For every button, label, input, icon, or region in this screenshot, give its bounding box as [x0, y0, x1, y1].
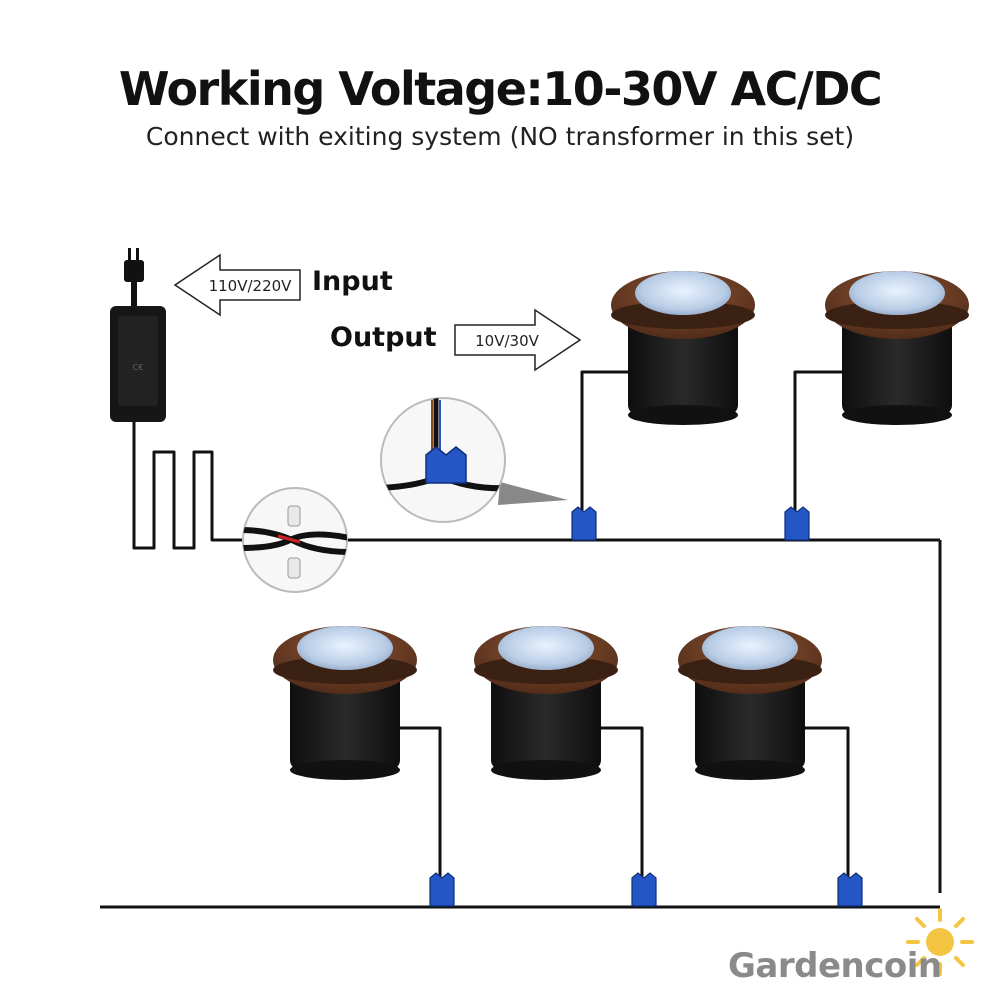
power-adapter: C€ [110, 306, 166, 422]
wire-connector-4 [631, 872, 657, 907]
wire-connector-5 [837, 872, 863, 907]
brand-name: Gardencoin [728, 946, 942, 986]
well-light-5 [678, 626, 822, 780]
output-arrow: 10V/30V [454, 308, 582, 372]
well-light-3 [273, 626, 417, 780]
input-arrow: 110V/220V [173, 253, 301, 317]
wire-connectors [429, 506, 863, 907]
connector-zoom-detail [380, 397, 568, 523]
lamp-lead-1 [580, 370, 635, 520]
wiring [100, 370, 942, 909]
wire-connector-3 [429, 872, 455, 907]
sun-logo [906, 908, 974, 976]
lamp-lead-2 [793, 370, 845, 520]
diagram-title: Working Voltage:10-30V AC/DC [118, 62, 883, 116]
well-light-2 [825, 271, 969, 425]
wire-connector-1 [571, 506, 597, 541]
output-label: Output [330, 322, 437, 353]
output-voltage: 10V/30V [475, 332, 539, 350]
lamp-lead-4 [598, 726, 644, 880]
adapter-cord [132, 420, 240, 550]
wire-splice-detail [242, 487, 348, 593]
well-light-4 [474, 626, 618, 780]
svg-text:C€: C€ [133, 363, 144, 372]
well-light-1 [611, 271, 755, 425]
lamps [273, 271, 969, 780]
diagram-subtitle: Connect with exiting system (NO transfor… [145, 122, 855, 151]
lamp-lead-5 [802, 726, 850, 880]
wire-connector-2 [784, 506, 810, 541]
input-label: Input [312, 266, 393, 297]
input-voltage: 110V/220V [209, 277, 293, 295]
lamp-lead-3 [400, 726, 442, 880]
power-plug [124, 248, 144, 308]
